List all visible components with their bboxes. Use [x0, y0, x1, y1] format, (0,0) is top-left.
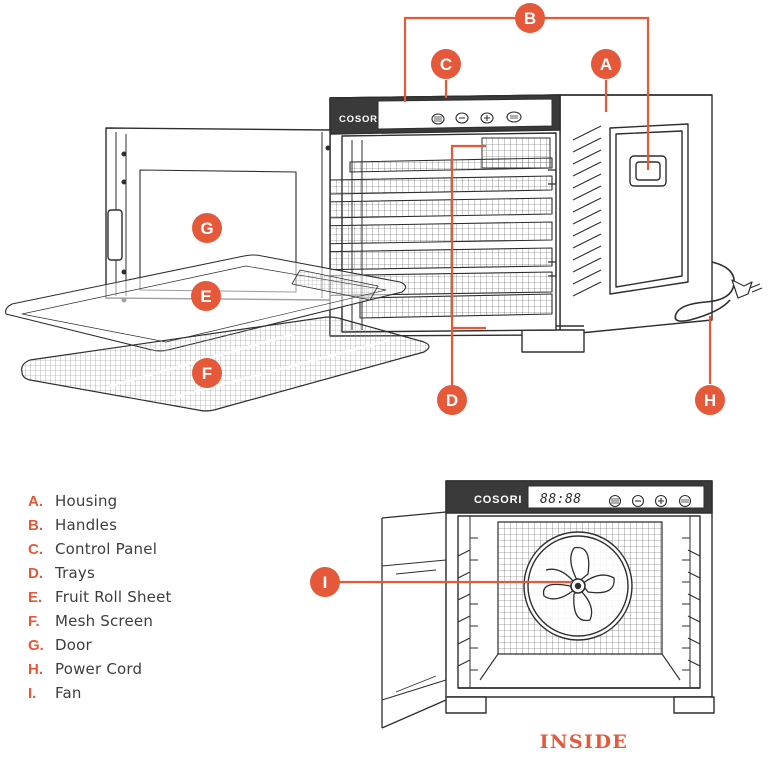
legend-item-fruit-roll-sheet: E. Fruit Roll Sheet: [28, 585, 172, 609]
legend-key: E.: [28, 589, 43, 606]
inside-caption: INSIDE: [539, 731, 629, 753]
callout-g: G: [192, 213, 222, 243]
svg-text:G: G: [200, 219, 213, 238]
svg-text:F: F: [202, 364, 212, 383]
power-button-icon: [506, 111, 522, 123]
callout-a: A: [591, 49, 621, 79]
legend-label: Trays: [55, 564, 96, 582]
callout-i: I: [310, 567, 340, 597]
inside-power-button-icon: [678, 494, 692, 508]
callout-c: C: [431, 49, 461, 79]
svg-text:A: A: [600, 55, 612, 74]
legend-key: B.: [28, 517, 43, 534]
legend-label: Handles: [55, 516, 118, 534]
legend-item-trays: D. Trays: [28, 561, 172, 585]
legend-key: C.: [28, 541, 43, 558]
svg-text:I: I: [323, 573, 328, 592]
callout-badges: A B C D E F G H: [191, 3, 725, 597]
svg-text:C: C: [440, 55, 452, 74]
legend-label: Fan: [55, 684, 82, 702]
legend-item-fan: I. Fan: [28, 681, 172, 705]
inside-illustration: [381, 480, 715, 729]
callout-b: B: [515, 3, 545, 33]
fan-blades: [542, 546, 615, 622]
callout-d: D: [437, 385, 467, 415]
legend-item-door: G. Door: [28, 633, 172, 657]
legend-label: Mesh Screen: [55, 612, 154, 630]
parts-legend: A. Housing B. Handles C. Control Panel D. Tr…: [28, 489, 172, 705]
power-cord: [674, 261, 763, 322]
legend-label: Control Panel: [55, 540, 158, 558]
time-display: 88:88: [540, 492, 582, 507]
callout-h: H: [695, 385, 725, 415]
legend-label: Door: [55, 636, 92, 654]
legend-item-control-panel: C. Control Panel: [28, 537, 172, 561]
legend-item-housing: A. Housing: [28, 489, 172, 513]
legend-label: Housing: [55, 492, 118, 510]
legend-key: I.: [28, 685, 37, 702]
legend-label: Power Cord: [55, 660, 143, 678]
callout-f: F: [192, 358, 222, 388]
leader-lines: [403, 16, 712, 388]
svg-text:E: E: [200, 287, 211, 306]
legend-key: D.: [28, 565, 43, 582]
legend-key: G.: [28, 637, 44, 654]
svg-text:D: D: [446, 391, 458, 410]
brand-logo-inside: COSORI: [474, 494, 522, 506]
legend-key: A.: [28, 493, 43, 510]
control-panel: [329, 94, 561, 135]
door-latch: [107, 209, 123, 261]
legend-item-handles: B. Handles: [28, 513, 172, 537]
legend-key: F.: [28, 613, 40, 630]
svg-text:H: H: [704, 391, 716, 410]
legend-key: H.: [28, 661, 43, 678]
svg-text:B: B: [524, 9, 536, 28]
legend-item-mesh-screen: F. Mesh Screen: [28, 609, 172, 633]
legend-label: Fruit Roll Sheet: [55, 588, 172, 606]
foot: [521, 329, 585, 353]
brand-logo-top: COSORI: [339, 114, 381, 125]
callout-e: E: [191, 281, 221, 311]
legend-item-power-cord: H. Power Cord: [28, 657, 172, 681]
